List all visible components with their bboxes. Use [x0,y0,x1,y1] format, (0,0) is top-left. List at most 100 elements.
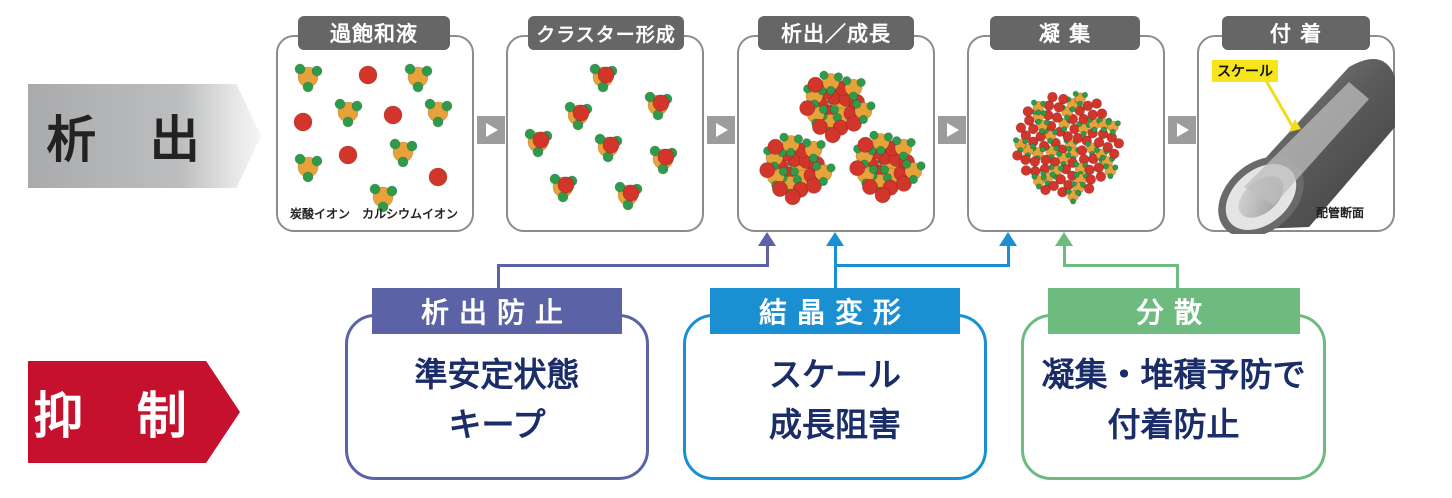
calcium-ion [338,145,358,165]
stage-label-growth: 析出／成長 [758,16,914,50]
oxygen-atom [876,145,886,156]
oxygen-atom [851,99,862,109]
supersaturated-illustration [293,63,453,213]
calcium-ion [857,136,874,153]
pipe-caption: 配管断面 [1316,206,1365,220]
calcium-ion [895,175,912,192]
crystal-line1: スケール [769,355,901,394]
oxygen-atom [1030,99,1038,106]
calcium-ion [1082,100,1094,112]
calcium-ion [1095,171,1107,182]
oxygen-atom [1069,198,1077,205]
calcium-ion [597,66,615,84]
calcium-ion [771,180,789,197]
calcium-ion [784,189,801,206]
stage-label-supersaturated: 過飽和液 [298,16,450,50]
oxygen-atom [1057,165,1065,172]
oxygen-atom [901,159,912,169]
stage-aggregation [967,35,1165,232]
oxygen-atom [1035,109,1042,116]
oxygen-atom [1072,90,1079,97]
oxygen-atom [879,165,890,175]
calcium-ion [1091,98,1103,109]
oxygen-atom [424,98,436,110]
calcium-ion [622,184,640,202]
oxygen-atom [808,153,819,163]
calcium-ion [1083,183,1095,194]
oxygen-atom [294,63,306,75]
oxygen-atom [1072,160,1080,168]
oxygen-atom [1012,137,1020,144]
oxygen-atom [786,147,796,158]
calcium-ion [1051,112,1063,123]
oxygen-atom [1102,163,1110,170]
oxygen-atom [564,101,576,113]
oxygen-atom [1047,137,1054,144]
calcium-ion [657,148,675,166]
oxygen-atom [1065,152,1072,159]
oxygen-atom [644,91,656,103]
dispersion-text: 凝集・堆積予防で 付着防止 [1021,350,1326,450]
oxygen-atom [302,171,314,183]
prevention-line1: 準安定状態 [414,355,580,394]
oxygen-atom [1080,130,1087,138]
oxygen-atom [589,63,601,75]
oxygen-atom [1107,173,1114,180]
calcium-ion [1087,109,1099,121]
precipitation-arrow: 析 出 [28,84,276,188]
oxygen-atom [369,183,381,195]
oxygen-atom [311,155,323,167]
prevention-line2: キープ [448,405,546,444]
stage-label-aggregation: 凝 集 [990,16,1140,50]
oxygen-atom [549,173,561,185]
oxygen-atom [1114,120,1122,127]
oxygen-atom [898,151,909,161]
oxygen-atom [778,166,789,177]
oxygen-atom [1038,127,1046,135]
stage-supersaturated [276,35,474,232]
calcium-ion [652,94,670,112]
calcium-ion [1040,184,1051,196]
oxygen-atom [652,109,664,121]
oxygen-atom [432,116,444,128]
calcium-ion [1029,156,1041,167]
flow-arrow-4 [1168,116,1196,144]
oxygen-atom [406,140,418,152]
oxygen-atom [1081,91,1089,99]
oxygen-atom [334,98,346,110]
flow-arrow-2 [707,116,735,144]
calcium-ion [1085,174,1097,185]
calcium-ion [1027,123,1039,135]
calcium-ion [358,65,378,85]
flow-arrow-3 [938,116,966,144]
oxygen-atom [829,105,840,115]
oxygen-atom [869,130,879,140]
calcium-ion [767,138,784,155]
oxygen-atom [908,174,919,185]
oxygen-atom [524,128,536,140]
oxygen-atom [906,137,916,148]
oxygen-atom [622,199,634,211]
calcium-ion [845,115,862,132]
calcium-ion [799,100,816,117]
oxygen-atom [1076,100,1084,107]
oxygen-atom [532,146,544,158]
oxygen-atom [916,161,926,171]
calcium-ion [1108,148,1120,160]
calcium-ion [1053,101,1065,113]
scale-tag: スケール [1212,60,1278,82]
oxygen-atom [1069,106,1076,113]
oxygen-atom [856,77,866,88]
oxygen-atom [1112,164,1119,171]
oxygen-atom [421,65,433,77]
oxygen-atom [1093,146,1101,154]
oxygen-atom [389,138,401,150]
carbonate-ion-label: 炭酸イオン [290,207,351,221]
oxygen-atom [1070,180,1077,188]
oxygen-atom [377,201,389,213]
oxygen-atom [868,164,879,175]
oxygen-atom [412,81,424,93]
calcium-ion [532,131,550,149]
oxygen-atom [294,153,306,165]
calcium-ion [1020,165,1032,176]
